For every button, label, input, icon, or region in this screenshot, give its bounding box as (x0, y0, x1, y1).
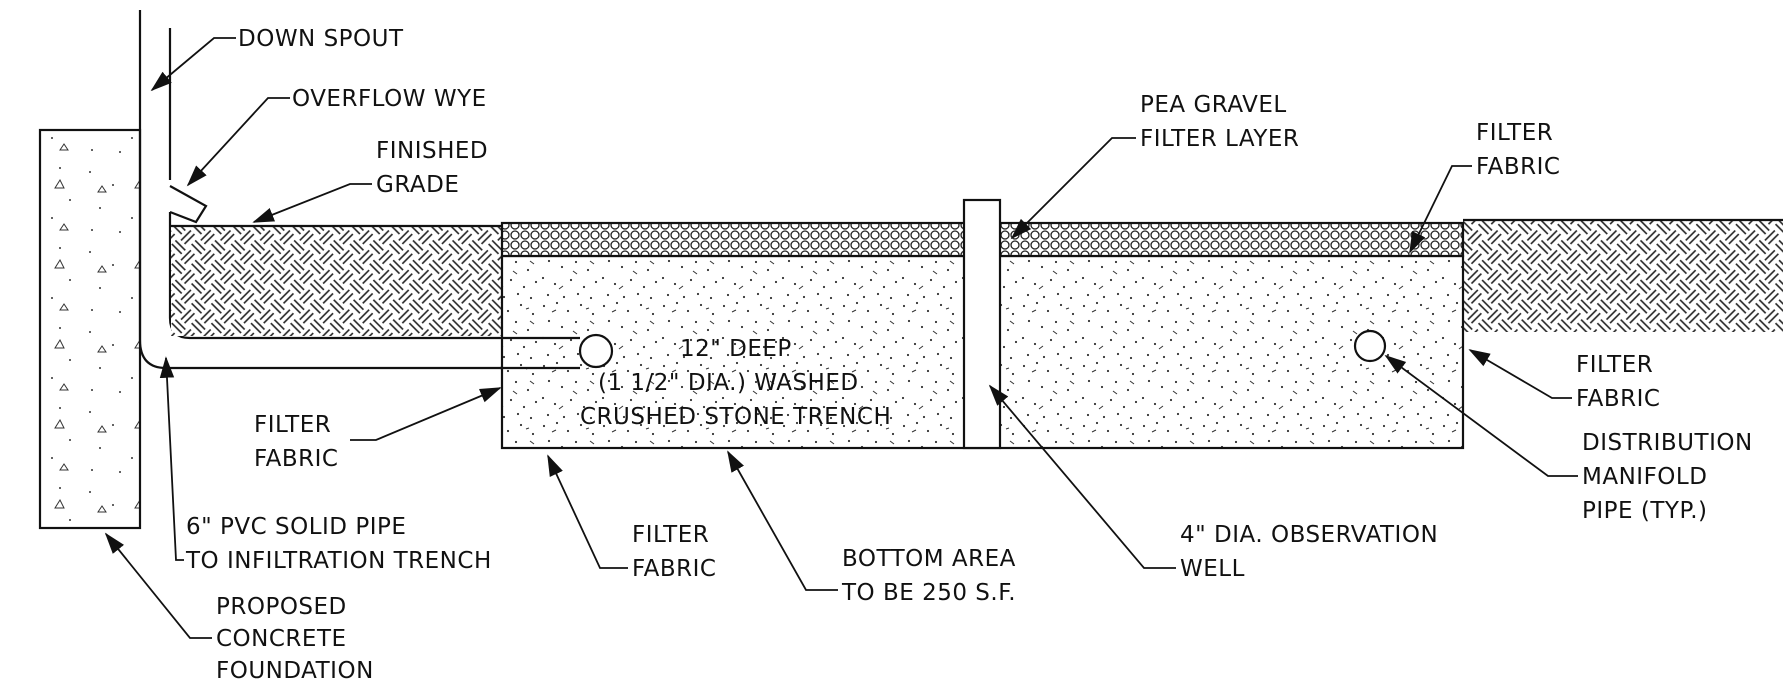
label-foundation-3: FOUNDATION (216, 658, 374, 684)
label-bottom-area-1: BOTTOM AREA (842, 546, 1016, 572)
label-filter-fabric-top-2: FABRIC (1476, 154, 1560, 180)
observation-well (962, 198, 1002, 450)
label-pea-gravel-2: FILTER LAYER (1140, 126, 1299, 152)
label-bottom-area-2: TO BE 250 S.F. (841, 580, 1016, 606)
label-distribution-2: MANIFOLD (1582, 464, 1707, 490)
label-filter-fabric-left-2: FABRIC (254, 446, 338, 472)
label-finished-grade-1: FINISHED (376, 138, 488, 164)
soil-right (1463, 220, 1783, 332)
pipe-end-left (578, 333, 614, 369)
trench-text-2: (1 1/2" DIA.) WASHED (598, 370, 859, 396)
label-pvc-pipe-2: TO INFILTRATION TRENCH (185, 548, 492, 574)
soil-left (171, 226, 501, 336)
label-finished-grade-2: GRADE (376, 172, 459, 198)
label-distribution-1: DISTRIBUTION (1582, 430, 1753, 456)
overflow-wye (169, 185, 208, 224)
concrete-foundation (38, 128, 142, 530)
label-pvc-pipe-1: 6" PVC SOLID PIPE (186, 514, 406, 540)
label-filter-fabric-top-1: FILTER (1476, 120, 1553, 146)
label-filter-fabric-right-2: FABRIC (1576, 386, 1660, 412)
trench-text-1: 12" DEEP (680, 336, 792, 362)
label-observation-well-1: 4" DIA. OBSERVATION (1180, 522, 1438, 548)
label-pea-gravel-1: PEA GRAVEL (1140, 92, 1287, 118)
label-filter-fabric-bottom-1: FILTER (632, 522, 709, 548)
label-filter-fabric-right-1: FILTER (1576, 352, 1653, 378)
pipe-end-right (1353, 329, 1387, 363)
label-filter-fabric-bottom-2: FABRIC (632, 556, 716, 582)
label-filter-fabric-left-1: FILTER (254, 412, 331, 438)
label-observation-well-2: WELL (1180, 556, 1245, 582)
trench-text-3: CRUSHED STONE TRENCH (580, 404, 891, 430)
label-distribution-3: PIPE (TYP.) (1582, 498, 1708, 524)
label-down-spout: DOWN SPOUT (238, 26, 404, 52)
label-foundation-2: CONCRETE (216, 626, 347, 652)
label-overflow-wye: OVERFLOW WYE (292, 86, 487, 112)
label-foundation-1: PROPOSED (216, 594, 347, 620)
